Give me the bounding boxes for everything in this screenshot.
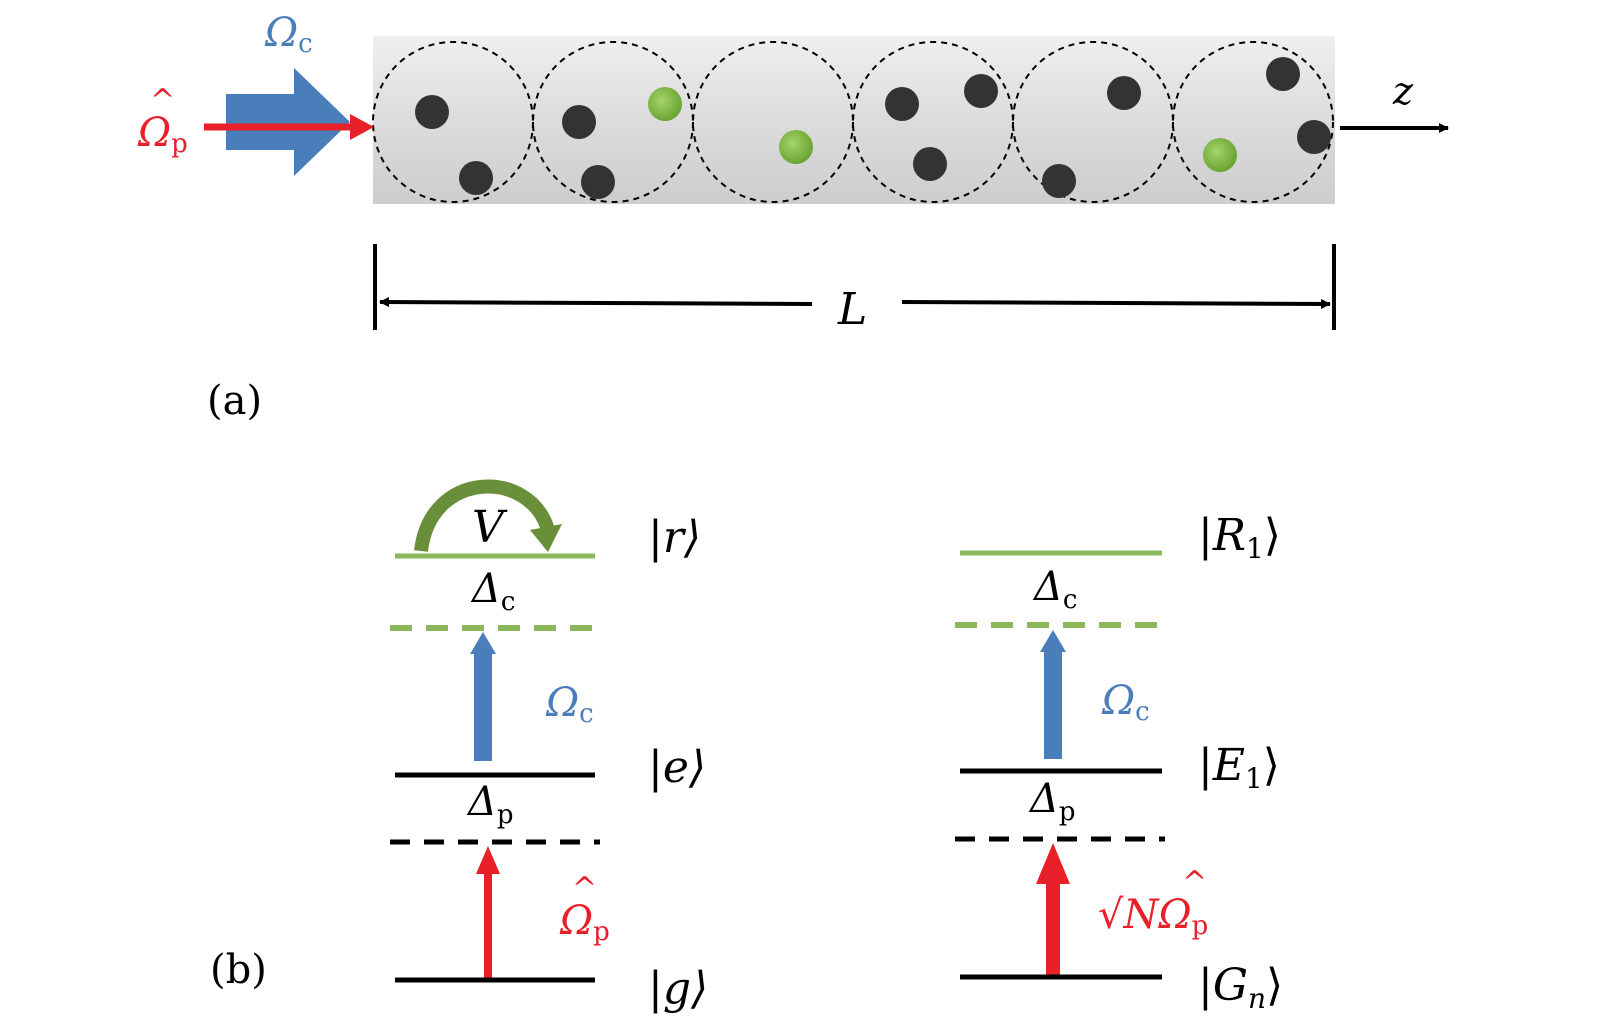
probe-label: ^ Ωp xyxy=(559,871,610,947)
probe-arrow-shaft xyxy=(484,868,492,978)
panel-a-label: (a) xyxy=(207,378,262,424)
dark-atom xyxy=(562,105,596,139)
coupling-arrow-shaft xyxy=(474,652,492,761)
superatom-4 xyxy=(852,41,1014,203)
single-atom-scheme: V |r⟩ Δc Ωc |e⟩ Δp ^ Ωp |g⟩ xyxy=(390,479,708,1014)
dark-atom xyxy=(1297,120,1331,154)
control-beam-arrow xyxy=(226,68,350,176)
svg-text:√NΩp: √NΩp xyxy=(1098,892,1208,941)
coupling-arrow-head xyxy=(470,632,496,654)
state-R1-label: |R1⟩ xyxy=(1198,510,1281,565)
state-E1-label: |E1⟩ xyxy=(1198,740,1280,795)
state-e-label: |e⟩ xyxy=(648,742,706,793)
panel-b-label: (b) xyxy=(210,947,267,993)
atoms xyxy=(415,57,1331,199)
collective-detuning-p-label: Δp xyxy=(1028,776,1076,827)
panel-b: (b) V |r⟩ Δc Ωc |e⟩ Δp ^ Ωp xyxy=(210,479,1283,1015)
svg-text:^: ^ xyxy=(1182,865,1207,900)
dark-atom xyxy=(964,74,998,108)
detuning-c-label: Δc xyxy=(470,566,515,617)
dark-atom xyxy=(913,147,947,181)
detuning-p-label: Δp xyxy=(466,779,514,830)
svg-text:^: ^ xyxy=(150,83,175,118)
z-axis-label: z xyxy=(1392,69,1414,113)
svg-text:Ωp: Ωp xyxy=(137,110,188,159)
collective-detuning-c-label: Δc xyxy=(1032,564,1077,615)
probe-beam-head xyxy=(350,114,374,140)
superatom-2 xyxy=(532,41,694,203)
green-atom xyxy=(1203,138,1237,172)
control-field-label: Ωc xyxy=(264,10,313,59)
dark-atom xyxy=(1042,164,1076,198)
interaction-arc xyxy=(414,479,555,553)
dark-atom xyxy=(415,95,449,129)
probe-arrow-head xyxy=(476,846,500,874)
collective-probe-label: ^ √NΩp xyxy=(1098,865,1208,941)
superatom-6 xyxy=(1172,41,1334,203)
svg-text:Ωp: Ωp xyxy=(559,898,610,947)
length-label: L xyxy=(837,284,867,335)
superatom-1 xyxy=(372,41,534,203)
length-arrow-left xyxy=(379,297,813,308)
collective-coupling-arrow-shaft xyxy=(1044,650,1062,759)
green-atom xyxy=(648,87,682,121)
green-atom xyxy=(779,130,813,164)
collective-coupling-arrow-head xyxy=(1040,630,1066,652)
dark-atom xyxy=(1266,57,1300,91)
superatom-3 xyxy=(692,41,854,203)
state-r-label: |r⟩ xyxy=(648,512,701,563)
dark-atom xyxy=(1107,76,1141,110)
collective-probe-arrow-head xyxy=(1036,843,1070,884)
interaction-arc-head xyxy=(530,524,562,552)
dark-atom xyxy=(885,87,919,121)
collective-probe-arrow-shaft xyxy=(1046,880,1060,976)
coupling-label: Ωc xyxy=(545,680,594,729)
dark-atom xyxy=(459,161,493,195)
panel-a: Ωc ^ Ωp z L (a) xyxy=(137,10,1449,424)
interaction-label: V xyxy=(472,502,508,553)
state-g-label: |g⟩ xyxy=(648,963,708,1014)
superatom-circles xyxy=(372,41,1334,203)
length-arrow-right xyxy=(901,298,1331,309)
state-Gn-label: |Gn⟩ xyxy=(1198,960,1283,1015)
collective-coupling-label: Ωc xyxy=(1101,678,1150,727)
superatom-5 xyxy=(1012,41,1174,203)
svg-text:^: ^ xyxy=(572,871,597,906)
probe-field-label: ^ Ωp xyxy=(137,83,188,159)
collective-scheme: |R1⟩ Δc Ωc |E1⟩ Δp ^ √NΩp |Gn⟩ xyxy=(955,510,1283,1015)
dark-atom xyxy=(581,165,615,199)
